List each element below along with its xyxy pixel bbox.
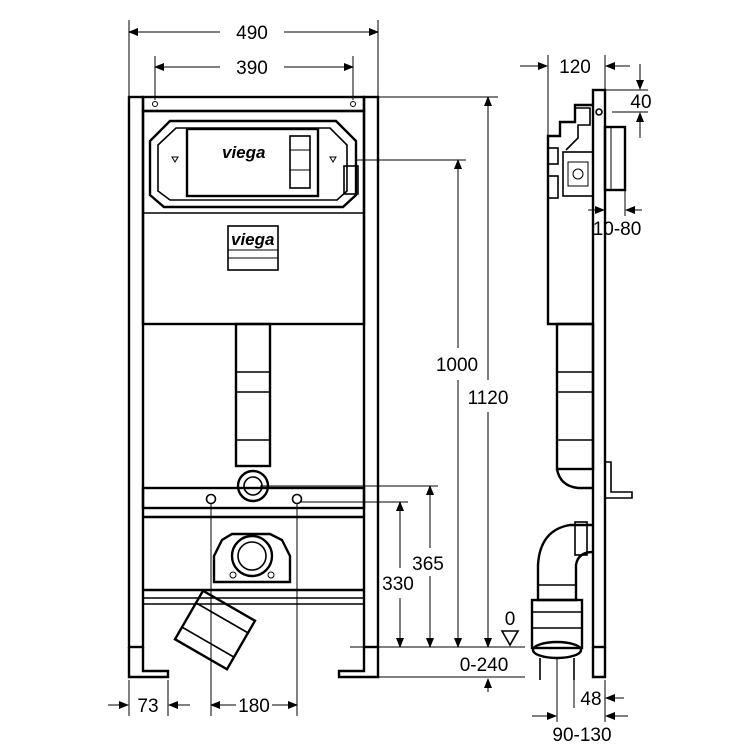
flush-pipe — [234, 322, 272, 468]
side-view — [530, 88, 633, 680]
side-drain-elbow — [536, 523, 594, 602]
dim-330: 330 — [382, 574, 414, 595]
side-drain-socket — [530, 598, 584, 650]
dim-90-130: 90-130 — [552, 725, 611, 746]
front-view: viega viega — [127, 95, 380, 679]
dim-1000: 1000 — [436, 355, 478, 376]
fixing-crossbar — [141, 486, 366, 510]
flush-actuator — [185, 127, 320, 198]
dim-40: 40 — [630, 92, 651, 113]
dim-48: 48 — [580, 689, 601, 710]
mount-hole-left — [152, 101, 158, 107]
right-post — [362, 95, 380, 649]
dim-365: 365 — [412, 554, 444, 575]
dim-73: 73 — [137, 696, 158, 717]
dim-490: 490 — [236, 23, 268, 44]
label-plate — [227, 225, 279, 271]
mount-hole-right — [350, 101, 356, 107]
side-foot — [591, 647, 607, 679]
flush-plate-frame — [148, 119, 358, 209]
dim-1120: 1120 — [468, 388, 509, 409]
drain-bracket — [212, 532, 292, 584]
dim-120: 120 — [559, 57, 591, 78]
dim-180: 180 — [238, 696, 270, 717]
drain-elbow — [173, 589, 257, 671]
label-plate-logo: viega — [231, 230, 274, 249]
dim-390: 390 — [236, 58, 268, 79]
dim-floor-0: 0 — [505, 609, 516, 630]
right-foot — [337, 647, 380, 679]
side-connector — [603, 125, 627, 192]
dim-floor-0-240: 0-240 — [460, 655, 509, 676]
front-dimensions: 490 390 1120 1000 365 330 0 0-240 — [108, 20, 525, 717]
side-dimensions: 120 40 10-80 48 90-130 — [520, 55, 652, 746]
flush-plate-logo: viega — [222, 143, 265, 162]
side-post — [591, 88, 607, 649]
left-foot — [127, 647, 170, 679]
top-rail — [141, 95, 366, 113]
left-post — [127, 95, 145, 649]
side-flush-pipe — [555, 322, 595, 471]
side-cistern — [546, 103, 593, 326]
drain-collar — [230, 534, 274, 578]
dim-10-80: 10-80 — [593, 219, 642, 240]
